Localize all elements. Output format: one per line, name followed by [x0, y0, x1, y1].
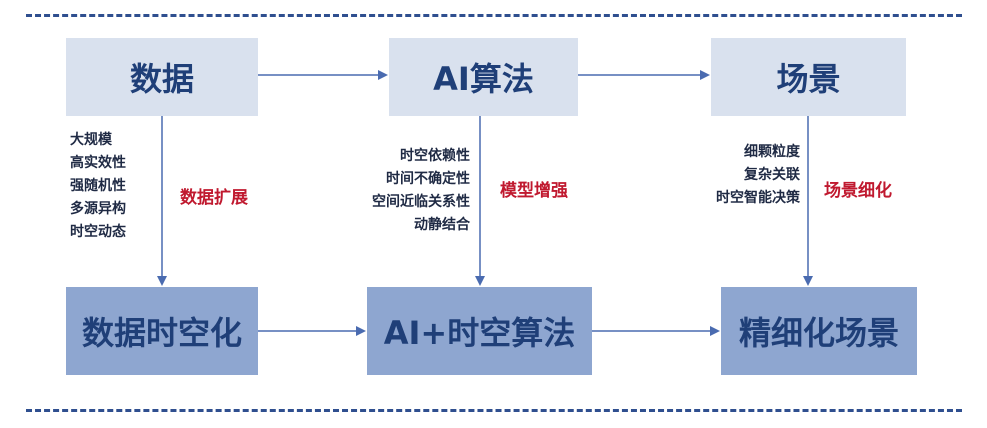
middle-feature-list: 时空依赖性 时间不确定性 空间近临关系性 动静结合 — [340, 145, 470, 237]
tag-scenario-refinement: 场景细化 — [824, 181, 892, 201]
box-ai-algorithm: AI算法 — [389, 38, 578, 116]
list-item: 时空智能决策 — [716, 190, 800, 206]
list-item: 复杂关联 — [744, 167, 800, 183]
list-item: 高实效性 — [70, 155, 126, 171]
box-ai-spatiotemporal-label: AI+时空算法 — [383, 314, 576, 352]
box-ai-spatiotemporal: AI+时空算法 — [367, 287, 592, 375]
box-fine-scenario-label: 精细化场景 — [738, 314, 899, 352]
box-fine-scenario: 精细化场景 — [721, 287, 917, 375]
box-scenario-label: 场景 — [776, 60, 841, 98]
bottom-dashed-divider — [26, 409, 962, 412]
right-feature-list: 细颗粒度 复杂关联 时空智能决策 — [690, 141, 800, 210]
list-item: 动静结合 — [414, 217, 470, 233]
box-ai-algorithm-label: AI算法 — [433, 60, 534, 98]
list-item: 空间近临关系性 — [372, 194, 470, 210]
list-item: 大规模 — [70, 132, 112, 148]
top-dashed-divider — [26, 14, 962, 17]
tag-data-expansion: 数据扩展 — [180, 188, 248, 208]
left-feature-list: 大规模 高实效性 强随机性 多源异构 时空动态 — [70, 129, 126, 244]
box-data-spatiotemporal: 数据时空化 — [66, 287, 258, 375]
tag-model-enhancement: 模型增强 — [500, 181, 568, 201]
box-scenario: 场景 — [711, 38, 906, 116]
list-item: 时空依赖性 — [400, 148, 470, 164]
list-item: 时空动态 — [70, 224, 126, 240]
list-item: 时间不确定性 — [386, 171, 470, 187]
list-item: 多源异构 — [70, 201, 126, 217]
list-item: 细颗粒度 — [744, 144, 800, 160]
box-data-spatiotemporal-label: 数据时空化 — [81, 314, 242, 352]
list-item: 强随机性 — [70, 178, 126, 194]
box-data-label: 数据 — [129, 60, 194, 98]
box-data: 数据 — [66, 38, 258, 116]
